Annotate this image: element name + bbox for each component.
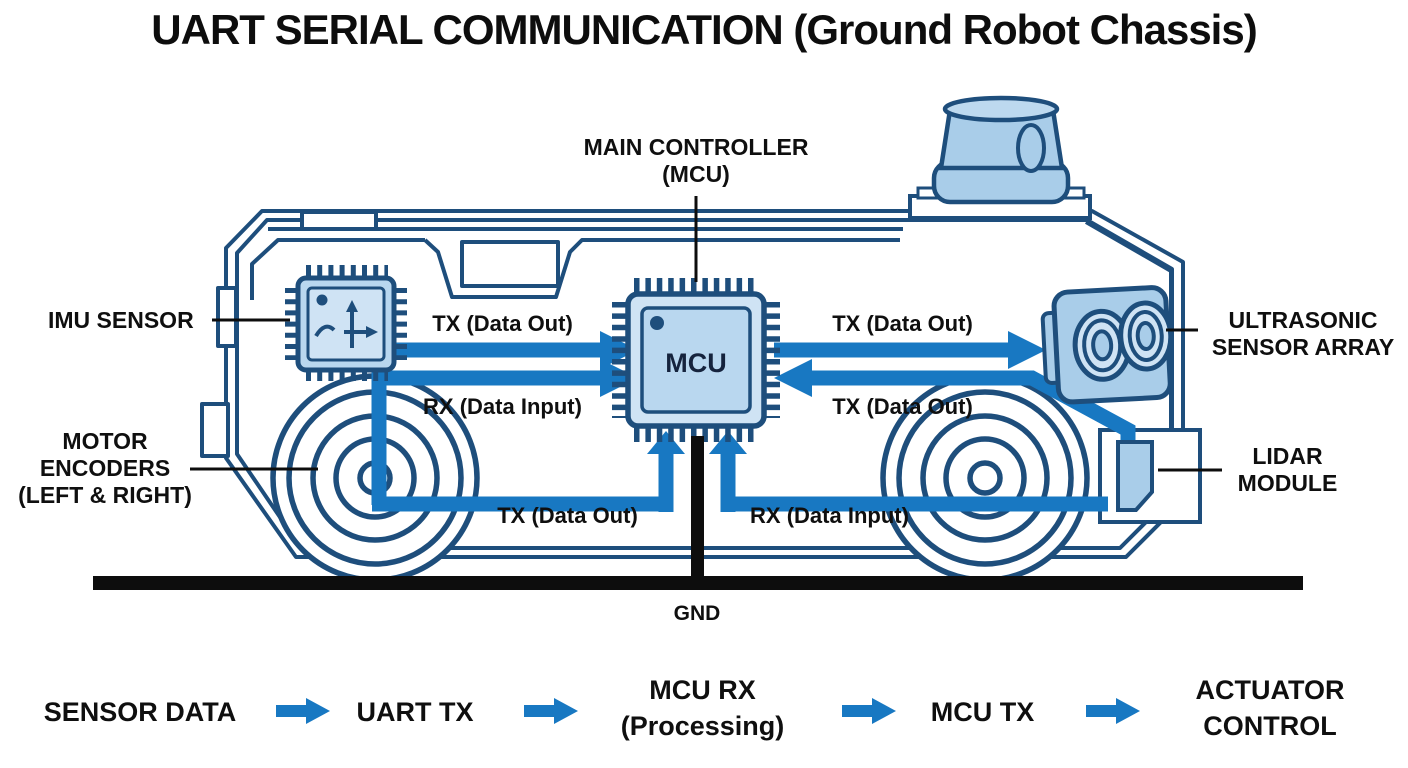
- lidar-label: LIDAR MODULE: [1237, 443, 1338, 497]
- ground-bar: [93, 576, 1303, 590]
- flow-step-actuator-control: ACTUATOR CONTROL: [1195, 675, 1345, 742]
- pointer-lines: [190, 196, 1222, 472]
- flow-step-uart-tx: UART TX: [356, 697, 474, 727]
- mcu-chip-label: MCU: [665, 348, 727, 378]
- bus-label-lidar-tx: TX (Data Out): [832, 394, 973, 419]
- flow-step-sensor-data: SENSOR DATA: [43, 697, 237, 727]
- motor-encoders-label: MOTOR ENCODERS (LEFT & RIGHT): [18, 428, 192, 509]
- page-title: UART SERIAL COMMUNICATION (Ground Robot …: [151, 6, 1257, 53]
- gnd-wire: [691, 436, 704, 584]
- flow-arrow-icon: [1086, 698, 1140, 724]
- bus-label-imu-tx: TX (Data Out): [432, 311, 573, 336]
- imu-sensor-chip: [285, 265, 407, 381]
- ground: [93, 436, 1303, 590]
- imu-axes-icon: [314, 308, 370, 348]
- lidar-module: [1116, 440, 1154, 512]
- flow-step-mcu-tx: MCU TX: [930, 697, 1035, 727]
- flow-step-mcu-rx: MCU RX (Processing): [620, 675, 785, 742]
- bus-label-encoder-tx: TX (Data Out): [497, 503, 638, 528]
- flow-arrow-icon: [842, 698, 896, 724]
- ultrasonic-sensor: [1040, 285, 1174, 405]
- bus-label-ultrasonic-tx: TX (Data Out): [832, 311, 973, 336]
- ultrasonic-label: ULTRASONIC SENSOR ARRAY: [1211, 307, 1395, 361]
- flow-arrow-icon: [276, 698, 330, 724]
- main-controller-label: MAIN CONTROLLER (MCU): [583, 134, 809, 188]
- bus-label-rx-input: RX (Data Input): [423, 394, 582, 419]
- imu-sensor-label: IMU SENSOR: [48, 307, 194, 333]
- flow-arrow-icon: [524, 698, 578, 724]
- bus-label-mcu-rx: RX (Data Input): [750, 503, 909, 528]
- lidar-turret: [908, 95, 1092, 220]
- gnd-label: GND: [673, 602, 721, 625]
- mcu-chip: MCU: [612, 278, 780, 442]
